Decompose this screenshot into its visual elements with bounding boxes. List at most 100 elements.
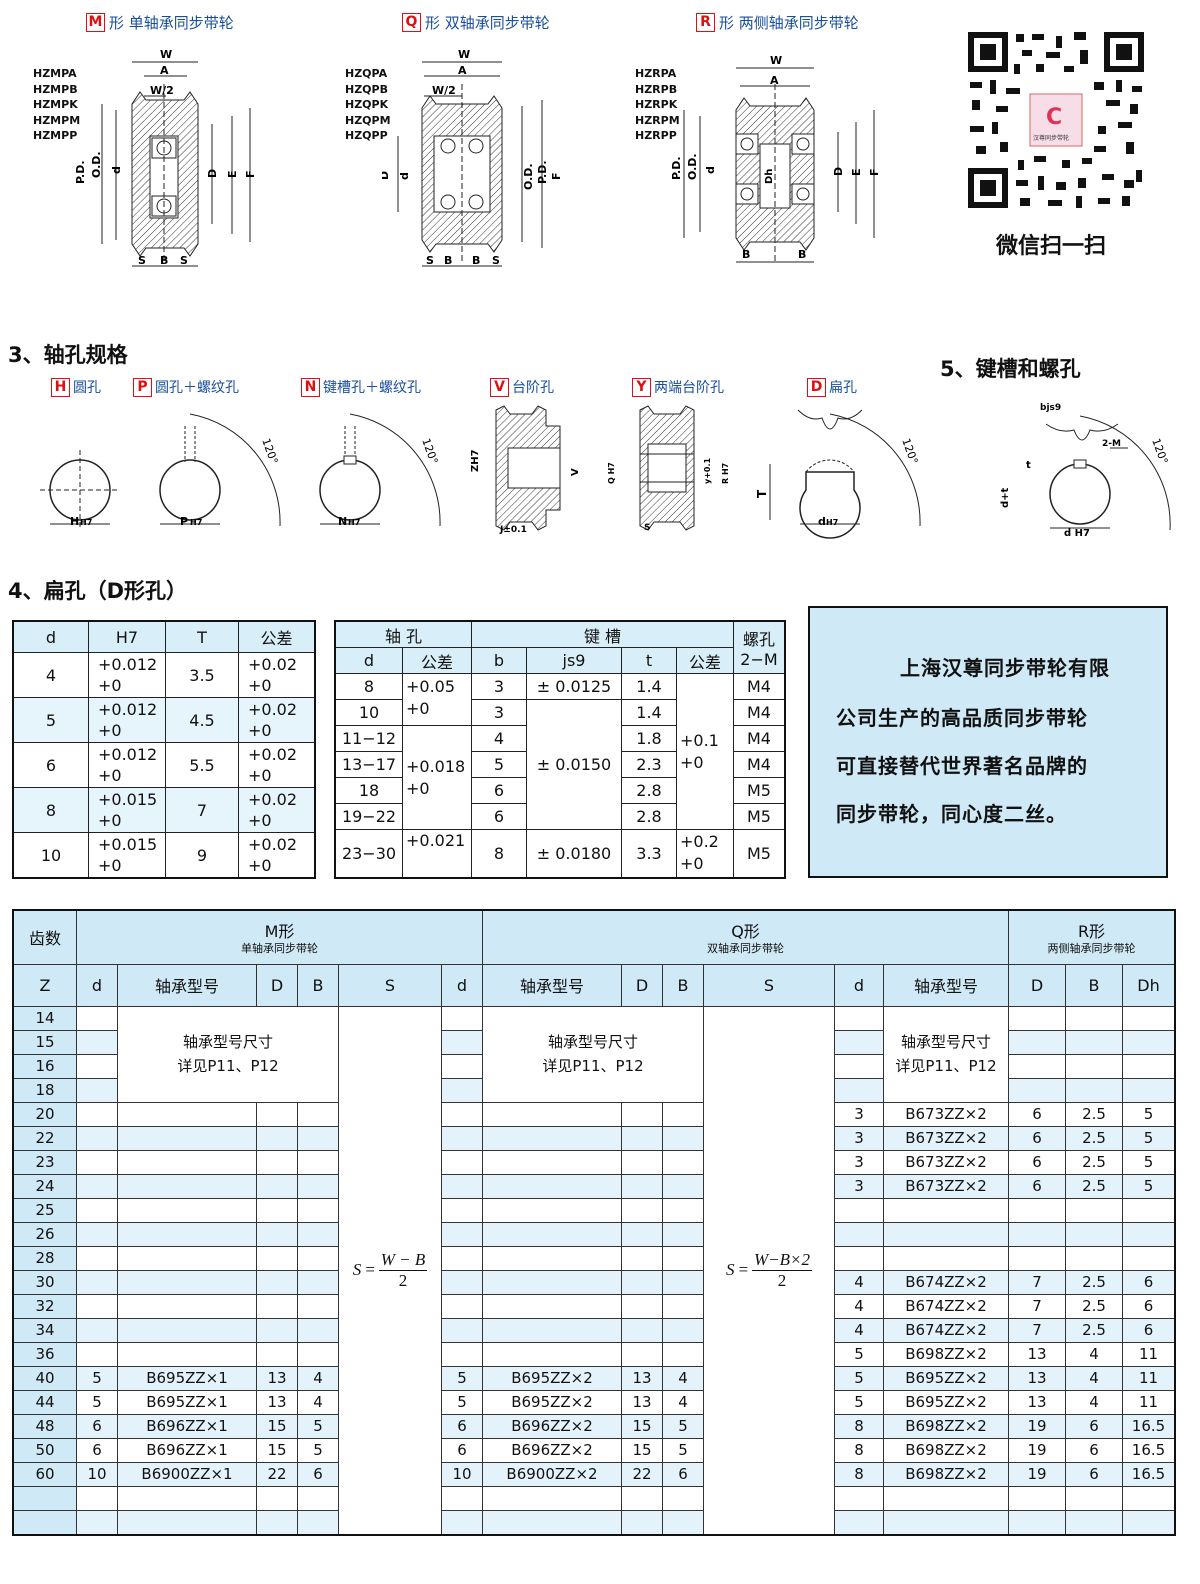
header-teeth: 齿数 (12, 909, 77, 965)
qr-caption: 微信扫一扫 (996, 234, 1107, 259)
cell-dh: 16.5 (1122, 1413, 1176, 1439)
hole-tag: D (807, 377, 826, 397)
qr-code-image: C 汉尊同步带轮 (966, 30, 1146, 210)
cell-d: 23−30 (334, 829, 403, 878)
hole-tag: P (133, 377, 152, 397)
cell-h7: +0.012+0 (88, 742, 166, 788)
hole-label: 圆孔 (73, 380, 101, 396)
cell-model: B696ZZ×1 (117, 1413, 257, 1439)
cell-dd (621, 1197, 663, 1223)
cell-tol: +0.02+0 (238, 697, 316, 743)
cell-tol: +0.02+0 (238, 832, 316, 879)
cell-d (834, 1005, 884, 1031)
cell-js9: ± 0.0125 (526, 673, 622, 700)
cell-z: 22 (12, 1125, 77, 1151)
cell-model: B674ZZ×2 (883, 1293, 1009, 1319)
cell-t: 2.8 (621, 803, 677, 830)
cell-dd (621, 1485, 663, 1511)
cell-dd (256, 1149, 298, 1175)
cell-t: 7 (165, 787, 239, 833)
tol-lower: +0 (98, 856, 122, 875)
cell-model: B674ZZ×2 (883, 1317, 1009, 1343)
dim-b: B (472, 254, 480, 267)
dim-bjs9: bjs9 (1040, 403, 1061, 413)
header-m-group: M形单轴承同步带轮 (76, 909, 483, 965)
cell-model (482, 1125, 622, 1151)
cell-dd (621, 1245, 663, 1271)
cell-d (76, 1077, 118, 1103)
cell-h7: +0.012+0 (88, 697, 166, 743)
tol-lower: +0 (680, 854, 704, 874)
cell-d: 5 (76, 1365, 118, 1391)
bearing-note: 轴承型号尺寸详见P11、P12 (883, 1005, 1009, 1103)
cell-b (1065, 1005, 1123, 1031)
cell-b: 5 (297, 1437, 339, 1463)
tol-upper: +0.015 (98, 835, 158, 854)
dim-2m: 2-M (1102, 439, 1121, 449)
hole-tag: V (490, 377, 509, 397)
section4-title: 4、扁孔（D形孔） (8, 579, 188, 603)
cell-model (883, 1245, 1009, 1271)
cell-b: 2.5 (1065, 1317, 1123, 1343)
cell-dd: 7 (1008, 1269, 1066, 1295)
cell-d (76, 1101, 118, 1127)
cell-dh (1122, 1005, 1176, 1031)
hole-tag: N (301, 377, 320, 397)
col-dh: Dh (1122, 963, 1176, 1007)
cell-d: 5 (834, 1389, 884, 1415)
cell-b: 4 (662, 1389, 704, 1415)
cell-d: 11−12 (334, 725, 403, 752)
tol-upper: +0.02 (248, 655, 298, 674)
model-code: HZQPA (345, 67, 388, 80)
model-code: HZRPK (635, 98, 678, 111)
cell-d: 10 (441, 1461, 483, 1487)
tol-upper: +0.012 (98, 700, 158, 719)
cell-b (297, 1101, 339, 1127)
cell-t: 9 (165, 832, 239, 879)
col-header: 公差 (402, 647, 472, 674)
cell-model (117, 1341, 257, 1367)
cell-b (662, 1149, 704, 1175)
cell-tol: +0.02+0 (238, 787, 316, 833)
cell-d: 3 (834, 1101, 884, 1127)
cell-d (76, 1293, 118, 1319)
cell-dh: 6 (1122, 1269, 1176, 1295)
cell-b (297, 1509, 339, 1535)
hole-type-h: H 圆孔 (51, 377, 101, 397)
cell-dd (621, 1101, 663, 1127)
dim-d-small: d (110, 166, 123, 174)
cell-tol: +0.02+0 (238, 652, 316, 698)
cell-model: B695ZZ×1 (117, 1389, 257, 1415)
dim-w: W (770, 54, 782, 67)
cell-dh (1122, 1197, 1176, 1223)
cell-d: 10 (334, 699, 403, 726)
dim-s: S (180, 254, 188, 267)
cell-d: 8 (834, 1437, 884, 1463)
cell-z: 40 (12, 1365, 77, 1391)
cell-d (834, 1197, 884, 1223)
cell-d (834, 1053, 884, 1079)
cell-d (441, 1269, 483, 1295)
tol-upper: +0.1 (680, 730, 719, 750)
cell-dd: 13 (256, 1365, 298, 1391)
dim-f: F (244, 170, 257, 178)
model-code: HZMPA (33, 67, 77, 80)
cell-b: 4 (662, 1365, 704, 1391)
cell-d (76, 1173, 118, 1199)
cell-d: 8 (834, 1461, 884, 1487)
cell-t: 1.4 (621, 699, 677, 726)
cell-dd (256, 1269, 298, 1295)
cell-d: 4 (834, 1293, 884, 1319)
cell-z: 50 (12, 1437, 77, 1463)
tol-upper: +0.015 (98, 790, 158, 809)
cell-dh (1122, 1221, 1176, 1247)
dim-w2: W/2 (150, 84, 174, 97)
cell-m: M4 (733, 751, 786, 778)
cell-b (662, 1245, 704, 1271)
cell-dd: 19 (1008, 1461, 1066, 1487)
cell-model (117, 1125, 257, 1151)
cell-model (117, 1509, 257, 1535)
